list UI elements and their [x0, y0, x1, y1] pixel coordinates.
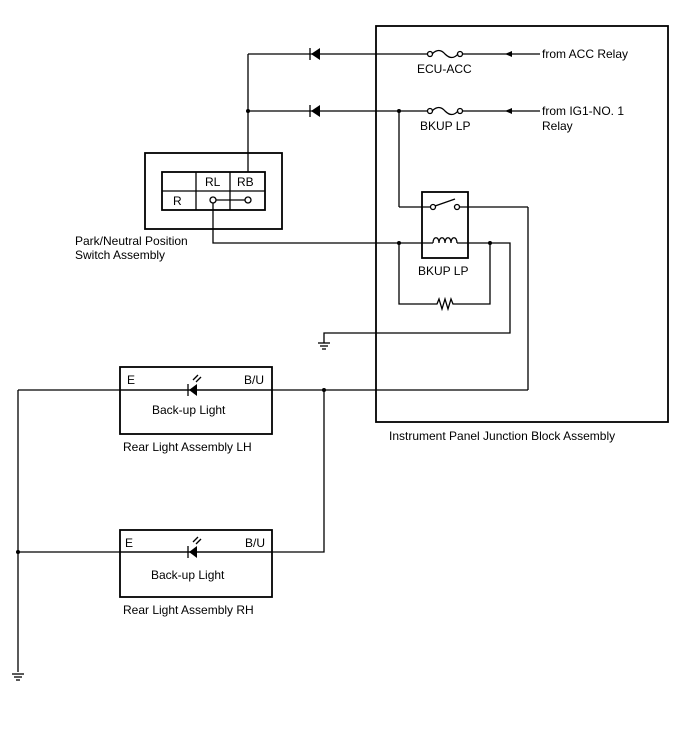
assembly-label: Rear Light Assembly LH: [123, 440, 252, 454]
switch-label: Park/Neutral Position: [75, 234, 188, 248]
terminal-bu: B/U: [245, 536, 265, 550]
component-label: Back-up Light: [152, 403, 226, 417]
terminal-e: E: [125, 536, 133, 550]
terminal-e: E: [127, 373, 135, 387]
bulb-diode-icon: [189, 384, 197, 396]
acc-circuit: ECU-ACC from ACC Relay: [248, 47, 628, 76]
fuse-icon: [431, 106, 459, 116]
input-arrow-icon: [505, 108, 512, 114]
bkup-circuit: BKUP LP from IG1-NO. 1 Relay: [246, 104, 624, 133]
acc-input-label: from ACC Relay: [542, 47, 628, 61]
relay-label: BKUP LP: [418, 264, 468, 278]
assembly-label: Rear Light Assembly RH: [123, 603, 254, 617]
junction-block-label: Instrument Panel Junction Block Assembly: [389, 429, 615, 443]
ig1-input-label: from IG1-NO. 1: [542, 104, 624, 118]
diode-icon: [311, 48, 320, 60]
component-label: Back-up Light: [151, 568, 225, 582]
terminal-bu: B/U: [244, 373, 264, 387]
column-rl: RL: [205, 175, 221, 189]
switch-label-2: Switch Assembly: [75, 248, 165, 262]
junction-block-box: [375, 25, 669, 423]
ig1-input-label-2: Relay: [542, 119, 573, 133]
bulb-diode-icon: [189, 546, 197, 558]
coil-icon: [432, 237, 458, 244]
diode-icon: [311, 105, 320, 117]
rear-light-rh: E B/U Back-up Light Rear Light Assembly …: [119, 529, 273, 617]
ground-icon: [318, 342, 330, 350]
input-arrow-icon: [505, 51, 512, 57]
ground-icon: [12, 673, 24, 681]
fuse-ecu-acc-label: ECU-ACC: [417, 62, 472, 76]
column-rb: RB: [237, 175, 254, 189]
park-neutral-switch: RL RB R Park/Neutral Position Switch Ass…: [75, 152, 283, 262]
rear-light-lh: E B/U Back-up Light Rear Light Assembly …: [119, 366, 273, 454]
fuse-icon: [431, 49, 459, 59]
fuse-bkup-lp-label: BKUP LP: [420, 119, 470, 133]
bkup-lp-relay: BKUP LP: [398, 111, 529, 390]
row-r: R: [173, 194, 182, 208]
